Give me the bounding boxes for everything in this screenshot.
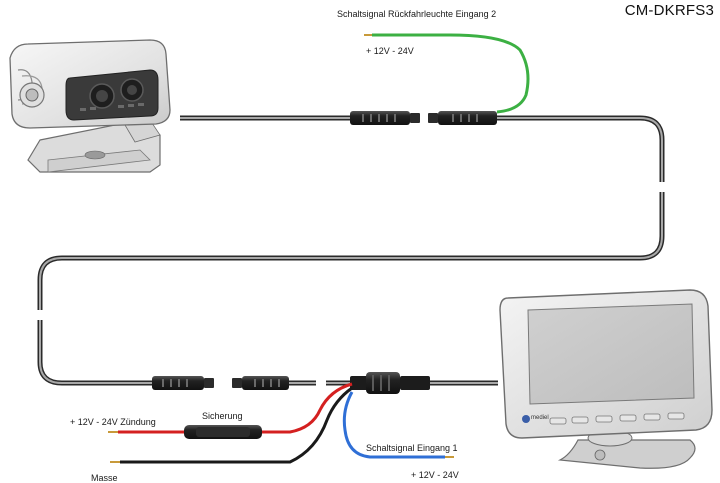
fuse-holder xyxy=(184,425,262,439)
main-cable xyxy=(37,115,665,386)
camera-illustration xyxy=(9,39,171,173)
reverse-signal-label: Schaltsignal Rückfahrleuchte Eingang 2 xyxy=(337,9,497,19)
supply-top-label: + 12V - 24V xyxy=(366,46,414,56)
model-code: CM-DKRFS3 xyxy=(624,2,714,19)
signal-input-1-label: Schaltsignal Eingang 1 xyxy=(366,443,458,453)
top-connector-male xyxy=(350,111,420,125)
green-wire xyxy=(372,33,530,114)
blue-wire xyxy=(342,391,445,459)
supply-bottom-label: + 12V - 24V xyxy=(411,470,459,480)
top-connector-female xyxy=(428,111,497,125)
ground-label: Masse xyxy=(91,473,118,483)
bottom-connector-female xyxy=(232,376,289,390)
ignition-label: + 12V - 24V Zündung xyxy=(70,417,156,427)
fuse-label: Sicherung xyxy=(202,411,243,421)
bottom-connector-male xyxy=(152,376,214,390)
monitor-brand-logo: mediel xyxy=(531,415,549,421)
cable-junction xyxy=(350,372,430,394)
black-wire xyxy=(120,386,353,464)
monitor-illustration xyxy=(499,289,713,469)
red-wire xyxy=(262,382,353,434)
